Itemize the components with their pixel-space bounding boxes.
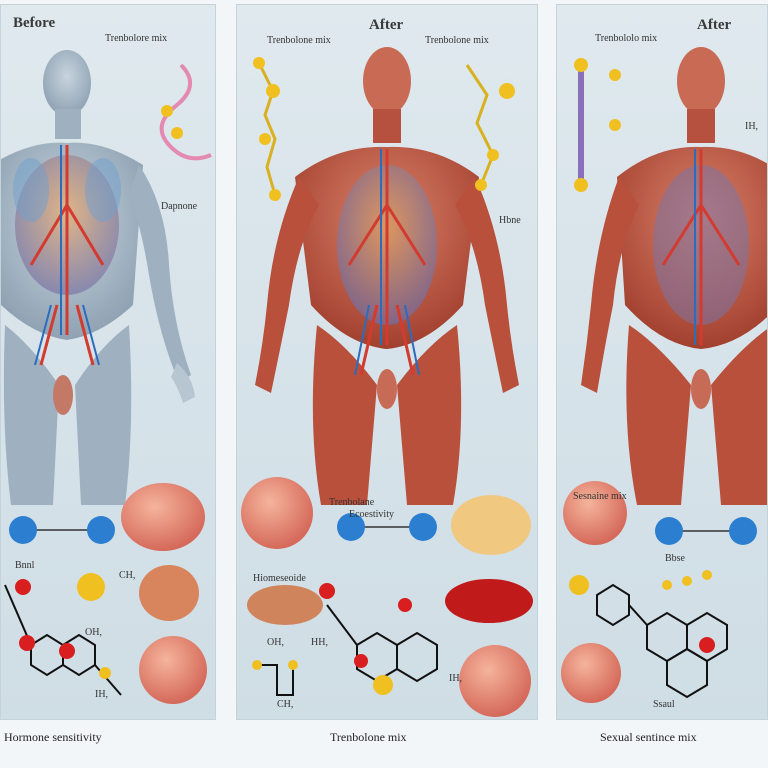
- panel-title: After: [697, 17, 732, 33]
- label: IH,: [449, 673, 463, 684]
- panel-after-1: After Trenbolone mix Trenbolone mix Hbne…: [236, 4, 538, 720]
- panel-title: After: [369, 17, 404, 33]
- anatomy-figure-after: [241, 47, 533, 717]
- anatomy-figure-before: [1, 50, 212, 704]
- caption-trenbolone-mix: Trenbolone mix: [330, 730, 407, 744]
- panel-title: Before: [13, 15, 56, 31]
- label: Trenbolone mix: [267, 35, 331, 46]
- label: Trenbolone mix: [425, 35, 489, 46]
- label: Trenbolane: [329, 497, 375, 508]
- label: HH,: [311, 637, 328, 648]
- label: CH,: [277, 699, 294, 710]
- label: OH,: [85, 627, 102, 638]
- label: Hiomeseoide: [253, 573, 306, 584]
- label: Sesnaine mix: [573, 491, 627, 502]
- label: Ecoestivity: [349, 509, 394, 520]
- caption-sexual-sentince-mix: Sexual sentince mix: [600, 730, 697, 744]
- label: Bbse: [665, 553, 685, 564]
- label: CH,: [119, 570, 136, 581]
- label: IH,: [745, 121, 759, 132]
- label: Ssaul: [653, 699, 675, 710]
- panel-after-2: After Trenbololo mix Sesnaine mix Bbse I…: [556, 4, 768, 720]
- panel-before: Before Trenbolore mix Dapnone Bnnl CH, O…: [0, 4, 216, 720]
- label: Bnnl: [15, 560, 35, 571]
- label: Trenbololo mix: [595, 33, 658, 44]
- anatomy-figure-after-2: [561, 47, 767, 703]
- caption-hormone-sensitivity: Hormone sensitivity: [4, 730, 102, 744]
- label: Hbne: [499, 215, 521, 226]
- label: Trenbolore mix: [105, 33, 168, 44]
- label: Dapnone: [161, 201, 198, 212]
- label: OH,: [267, 637, 284, 648]
- label: IH,: [95, 689, 109, 700]
